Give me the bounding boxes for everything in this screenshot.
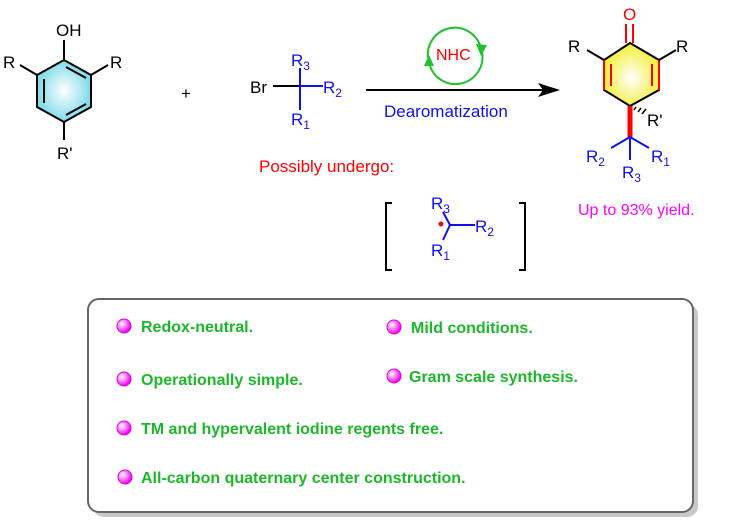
svg-text:R3: R3 [622,163,641,185]
cycle-arrowhead-icon [476,44,487,56]
dearomatization-label: Dearomatization [384,102,508,121]
product-r-left: R [568,37,580,56]
r3-label: R3 [291,51,310,73]
r1-label: R1 [291,110,310,132]
radical-intermediate: R3 R2 R1 [385,194,526,271]
feature-item: TM and hypervalent iodine regents free. [116,420,443,438]
nhc-catalytic-cycle: NHC [424,26,487,86]
yield-label: Up to 93% yield. [578,202,695,219]
plus-sign: + [181,84,191,103]
phenol-structure: OH R R R' [3,21,122,163]
svg-text:R1: R1 [651,147,670,169]
svg-text:R2: R2 [475,217,494,239]
product-structure: O R R R' R2 R1 R3 Up to 93% yield. [568,5,695,219]
feature-item: Gram scale synthesis. [386,368,578,386]
radical-dot-icon [438,221,444,227]
svg-text:R3: R3 [431,194,450,216]
r-right-label: R [110,53,122,72]
product-r-right: R [676,37,688,56]
hydroxyl-label: OH [56,21,82,40]
reaction-arrow: Dearomatization [366,83,560,121]
nhc-label: NHC [436,47,471,64]
svg-text:Mild conditions.: Mild conditions. [411,320,533,337]
product-r-prime: R' [647,111,663,130]
possibly-undergo-caption: Possibly undergo: [259,157,394,176]
feature-item: Redox-neutral. [116,318,253,336]
feature-item: Operationally simple. [116,371,303,389]
features-box: Redox-neutral. Mild conditions. Operatio… [87,298,698,517]
cycle-arrowhead-icon [424,55,434,66]
bullet-icon [116,420,132,436]
feature-item: All-carbon quaternary center constructio… [117,469,466,487]
r-para-label: R' [57,144,73,163]
svg-text:Gram scale synthesis.: Gram scale synthesis. [409,369,578,386]
bullet-icon [117,469,133,485]
svg-text:All-carbon quaternary center c: All-carbon quaternary center constructio… [141,470,466,487]
svg-text:Operationally simple.: Operationally simple. [141,372,303,389]
r-left-label: R [3,53,15,72]
alkyl-bromide-structure: Br R3 R2 R1 [250,51,342,132]
bullet-icon [116,371,132,387]
bullet-icon [116,318,132,334]
svg-text:R1: R1 [431,241,450,263]
r2-label: R2 [323,78,342,100]
right-bracket [519,202,526,271]
bullet-icon [386,368,402,384]
svg-text:Redox-neutral.: Redox-neutral. [141,319,253,336]
bromine-label: Br [250,78,267,97]
carbonyl-oxygen-label: O [623,5,636,24]
feature-item: Mild conditions. [386,319,533,337]
svg-text:TM and hypervalent iodine rege: TM and hypervalent iodine regents free. [141,421,443,438]
svg-text:R2: R2 [586,147,605,169]
left-bracket [385,202,392,271]
bullet-icon [386,319,402,335]
